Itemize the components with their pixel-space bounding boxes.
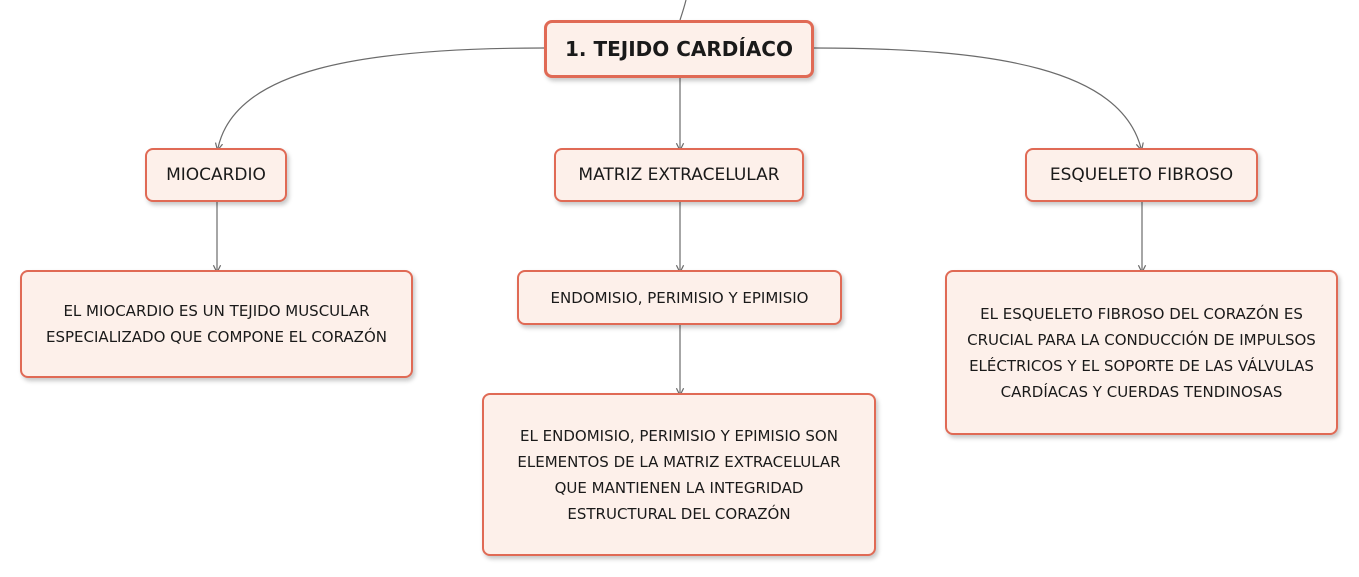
miocardio-description-text: EL MIOCARDIO ES UN TEJIDO MUSCULAR ESPEC…	[46, 302, 387, 346]
matriz-extracelular-node[interactable]: MATRIZ EXTRACELULAR	[554, 148, 804, 202]
esqueleto-description-node[interactable]: EL ESQUELETO FIBROSO DEL CORAZÓN ES CRUC…	[945, 270, 1338, 435]
endomisio-node[interactable]: ENDOMISIO, PERIMISIO Y EPIMISIO	[517, 270, 842, 325]
matriz-description-node[interactable]: EL ENDOMISIO, PERIMISIO Y EPIMISIO SON E…	[482, 393, 876, 556]
matriz-description-text: EL ENDOMISIO, PERIMISIO Y EPIMISIO SON E…	[517, 426, 841, 523]
matriz-extracelular-node-label: MATRIZ EXTRACELULAR	[578, 165, 780, 185]
esqueleto-fibroso-node[interactable]: ESQUELETO FIBROSO	[1025, 148, 1258, 202]
connector-parent-to-root	[679, 0, 687, 21]
miocardio-node-label: MIOCARDIO	[166, 165, 266, 185]
endomisio-node-label: ENDOMISIO, PERIMISIO Y EPIMISIO	[550, 288, 809, 307]
connector-root-to-miocardio	[218, 47, 545, 148]
esqueleto-fibroso-node-label: ESQUELETO FIBROSO	[1049, 165, 1234, 185]
connector-root-to-esqueleto	[813, 47, 1141, 148]
esqueleto-description-text: EL ESQUELETO FIBROSO DEL CORAZÓN ES CRUC…	[967, 304, 1316, 401]
miocardio-description-node[interactable]: EL MIOCARDIO ES UN TEJIDO MUSCULAR ESPEC…	[20, 270, 413, 378]
root-node-label: 1. TEJIDO CARDÍACO	[565, 37, 793, 61]
miocardio-node[interactable]: MIOCARDIO	[145, 148, 287, 202]
root-node[interactable]: 1. TEJIDO CARDÍACO	[544, 20, 814, 78]
